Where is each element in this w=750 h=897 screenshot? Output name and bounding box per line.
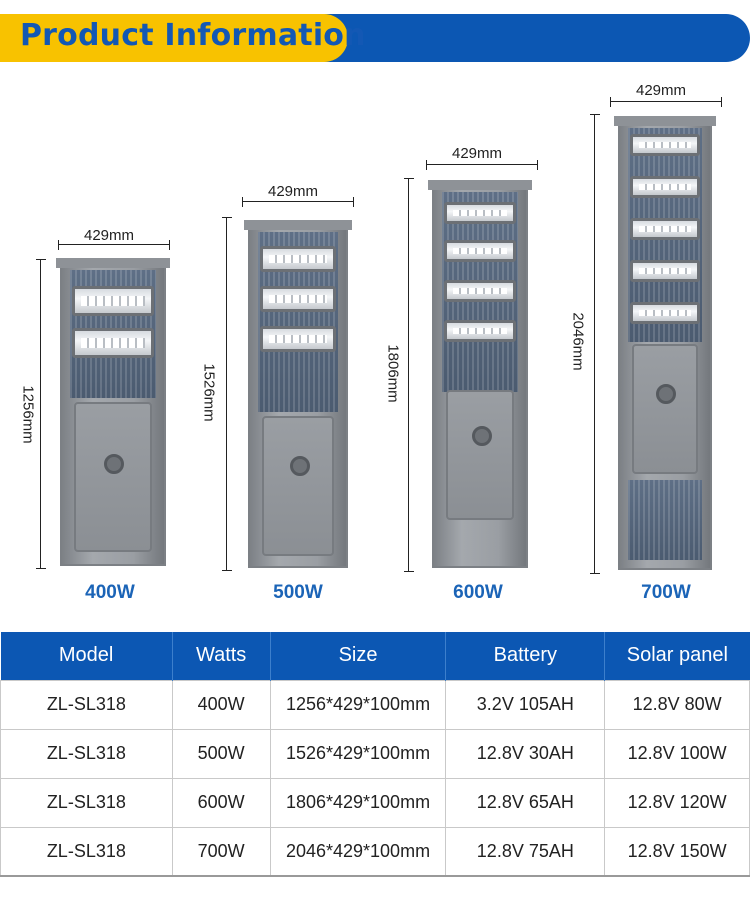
width-dimension-line <box>610 97 722 107</box>
height-label: 2046mm <box>569 312 587 371</box>
watt-label: 400W <box>85 582 135 603</box>
table-cell: 700W <box>171 826 271 877</box>
led-module <box>260 326 336 352</box>
table-cell: 1526*429*100mm <box>269 728 447 779</box>
led-module <box>630 176 700 198</box>
width-dimension-line <box>242 197 354 207</box>
height-label: 1256mm <box>19 385 37 444</box>
table-header-row: Model Watts Size Battery Solar panel <box>0 632 750 680</box>
table-row: ZL-SL318 600W 1806*429*100mm 12.8V 65AH … <box>0 777 750 828</box>
led-module <box>630 302 700 324</box>
table-cell: 12.8V 30AH <box>445 728 606 779</box>
width-dimension-line <box>426 160 538 170</box>
height-dimension-line <box>404 178 414 572</box>
watt-label: 600W <box>453 582 503 603</box>
table-cell: ZL-SL318 <box>0 679 173 730</box>
table-cell: 1256*429*100mm <box>269 679 447 730</box>
table-cell: 500W <box>171 728 271 779</box>
column-header: Size <box>270 632 447 680</box>
height-dimension-line <box>222 217 232 571</box>
led-module <box>260 246 336 272</box>
table-cell: ZL-SL318 <box>0 826 173 877</box>
table-row: ZL-SL318 400W 1256*429*100mm 3.2V 105AH … <box>0 679 750 730</box>
width-label: 429mm <box>84 227 135 244</box>
led-module <box>260 286 336 312</box>
column-header: Solar panel <box>604 632 750 680</box>
led-module <box>444 240 516 262</box>
battery-box <box>74 402 152 552</box>
table-cell: 12.8V 75AH <box>445 826 606 877</box>
battery-box <box>262 416 334 556</box>
column-header: Model <box>0 632 173 680</box>
sensor <box>290 456 310 476</box>
table-cell: 12.8V 100W <box>604 728 750 779</box>
led-module <box>72 328 154 358</box>
led-module <box>630 260 700 282</box>
table-cell: 1806*429*100mm <box>269 777 447 828</box>
header-tab <box>0 14 348 62</box>
column-header: Watts <box>172 632 271 680</box>
sensor <box>104 454 124 474</box>
table-cell: 12.8V 120W <box>604 777 750 828</box>
lamp-image <box>56 258 170 566</box>
table-cell: 12.8V 150W <box>604 826 750 877</box>
lamp-image <box>428 180 532 568</box>
column-header: Battery <box>445 632 606 680</box>
table-cell: 3.2V 105AH <box>445 679 606 730</box>
table-cell: 600W <box>171 777 271 828</box>
height-label: 1526mm <box>200 363 218 422</box>
led-module <box>72 286 154 316</box>
width-label: 429mm <box>268 183 319 200</box>
table-row: ZL-SL318 700W 2046*429*100mm 12.8V 75AH … <box>0 826 750 877</box>
table-row: ZL-SL318 500W 1526*429*100mm 12.8V 30AH … <box>0 728 750 779</box>
height-dimension-line <box>590 114 600 574</box>
sensor <box>656 384 676 404</box>
led-module <box>630 134 700 156</box>
led-module <box>444 202 516 224</box>
battery-box <box>446 390 514 520</box>
solar-panel-lower <box>628 480 702 560</box>
lamp-image <box>614 116 716 570</box>
width-label: 429mm <box>636 82 687 99</box>
table-cell: 12.8V 80W <box>604 679 750 730</box>
watt-label: 700W <box>641 582 691 603</box>
table-cell: 12.8V 65AH <box>445 777 606 828</box>
table-cell: 2046*429*100mm <box>269 826 447 877</box>
width-dimension-line <box>58 240 170 250</box>
sensor <box>472 426 492 446</box>
table-cell: ZL-SL318 <box>0 728 173 779</box>
lamp-image <box>244 220 352 568</box>
height-dimension-line <box>36 259 46 569</box>
table-cell: 400W <box>171 679 271 730</box>
height-label: 1806mm <box>384 344 402 403</box>
led-module <box>444 280 516 302</box>
width-label: 429mm <box>452 145 503 162</box>
table-cell: ZL-SL318 <box>0 777 173 828</box>
watt-label: 500W <box>273 582 323 603</box>
page-title: Product Information <box>20 18 366 53</box>
spec-table: Model Watts Size Battery Solar panel ZL-… <box>0 632 750 877</box>
battery-box <box>632 344 698 474</box>
led-module <box>444 320 516 342</box>
led-module <box>630 218 700 240</box>
